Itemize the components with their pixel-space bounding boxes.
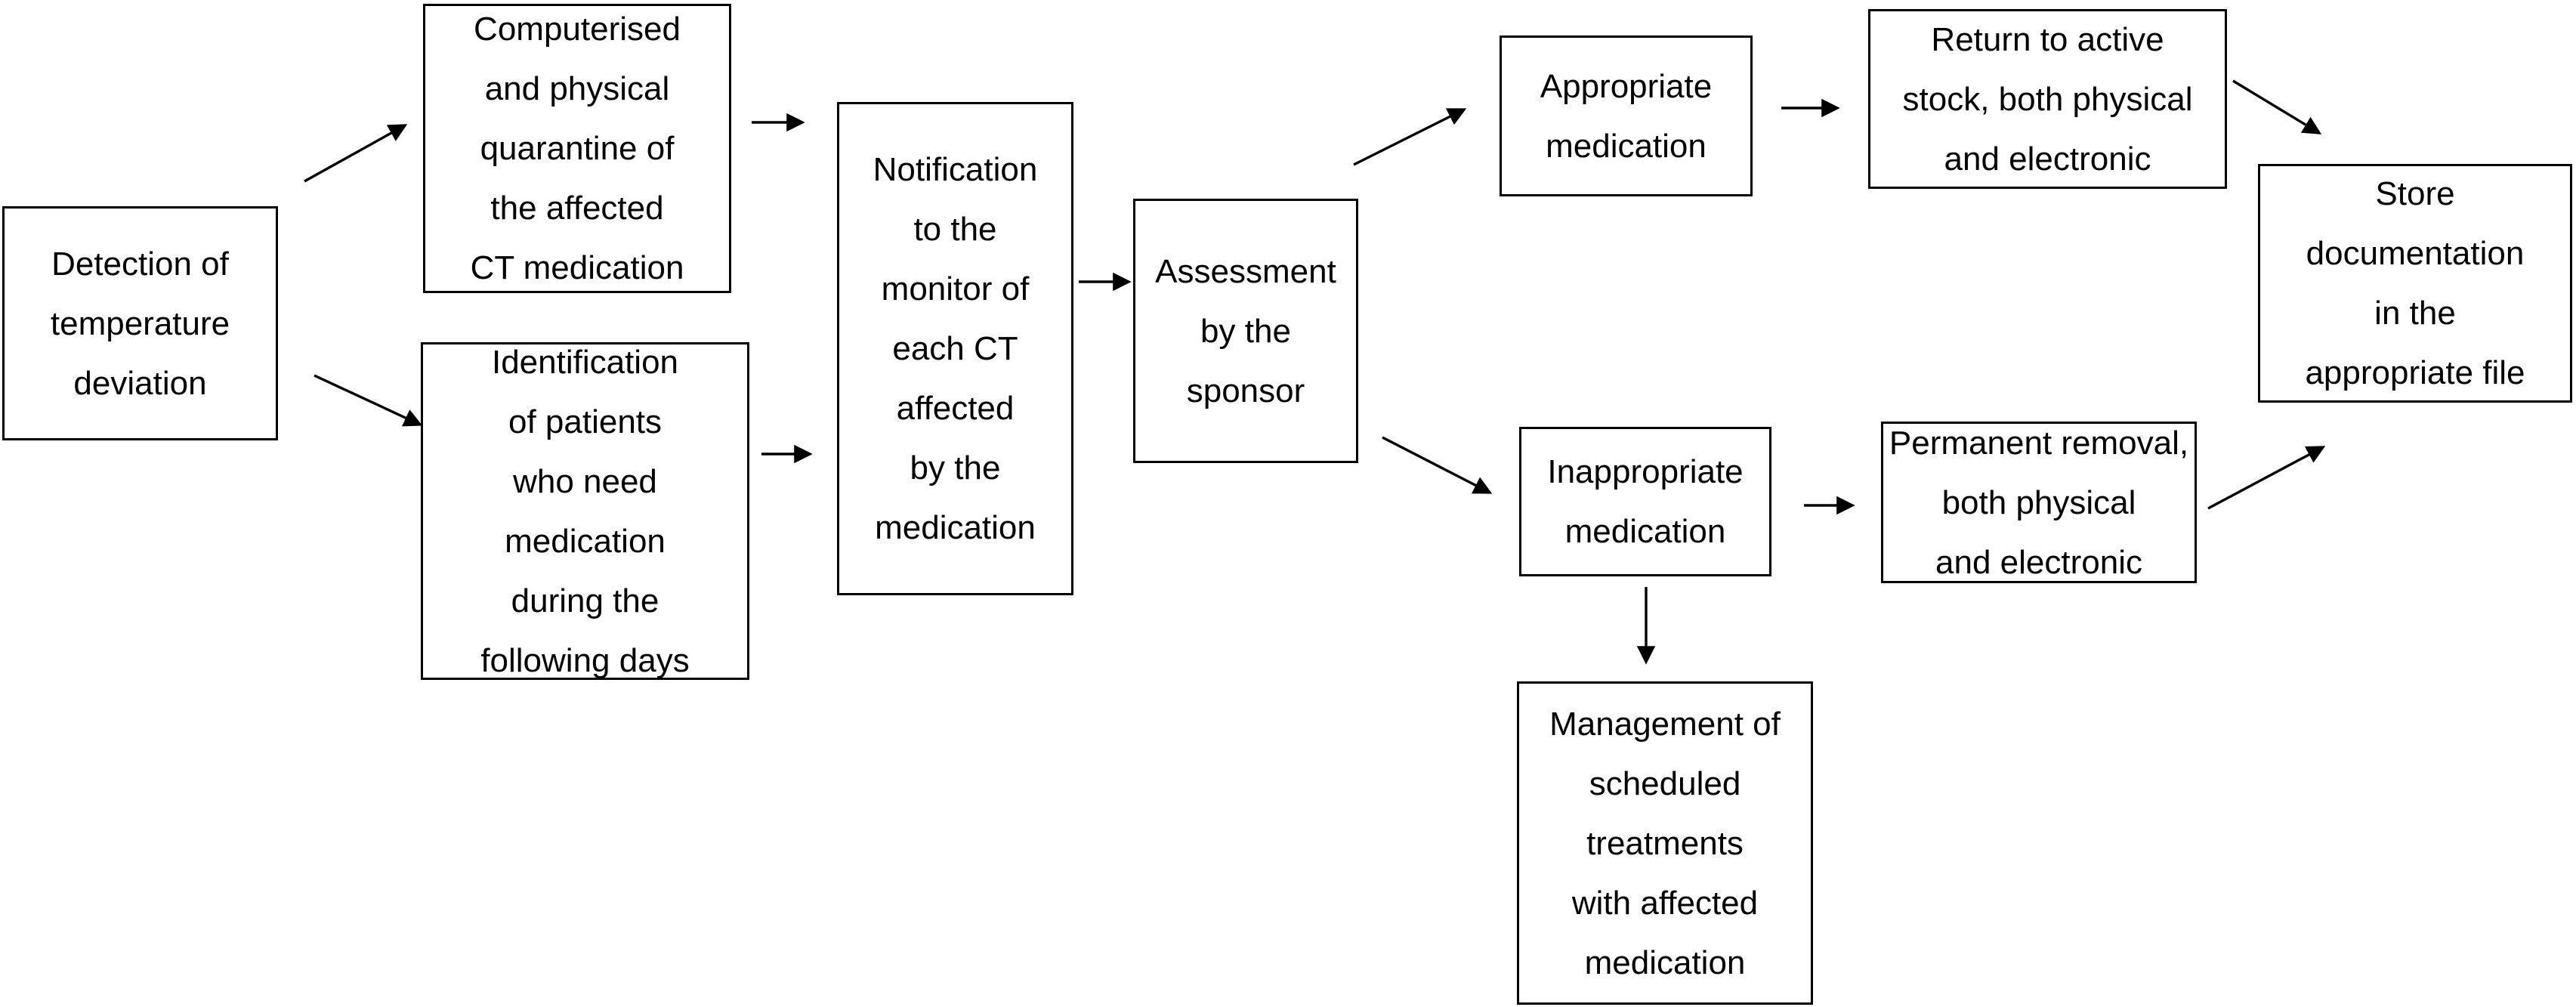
node-return-to-active-stock: Return to active stock, both physical an…: [1868, 9, 2227, 189]
arrow-detection-to-identification: [314, 374, 423, 427]
node-appropriate-medication: Appropriate medication: [1500, 36, 1753, 196]
arrow-return-stock-to-store-documentation: [2232, 79, 2322, 134]
node-permanent-removal: Permanent removal, both physical and ele…: [1881, 422, 2197, 583]
node-store-documentation: Store documentation in the appropriate f…: [2258, 164, 2572, 403]
node-assessment-by-sponsor: Assessment by the sponsor: [1133, 199, 1358, 463]
node-detection-of-temperature-deviation: Detection of temperature deviation: [2, 206, 278, 440]
arrow-assessment-to-inappropriate: [1382, 436, 1493, 494]
arrow-assessment-to-appropriate: [1353, 108, 1467, 166]
node-management-of-scheduled-treatments: Management of scheduled treatments with …: [1517, 681, 1813, 1005]
arrow-permanent-removal-to-store-documentation: [2207, 446, 2326, 510]
node-identification-of-patients: Identification of patients who need medi…: [421, 342, 749, 680]
node-computerised-physical-quarantine: Computerised and physical quarantine of …: [423, 4, 731, 293]
arrow-detection-to-quarantine: [304, 124, 408, 183]
node-notification-to-monitor: Notification to the monitor of each CT a…: [837, 102, 1073, 595]
node-inappropriate-medication: Inappropriate medication: [1519, 427, 1771, 576]
